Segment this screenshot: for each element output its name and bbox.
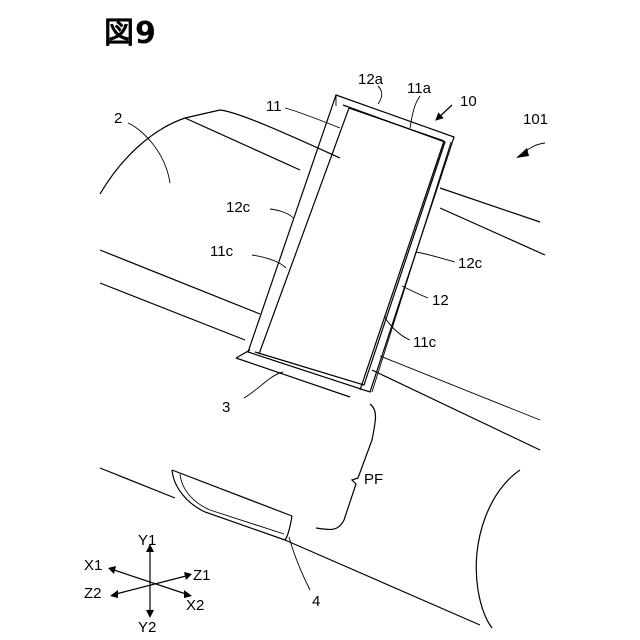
label-3: 3	[222, 399, 230, 416]
label-11: 11	[266, 98, 282, 115]
label-PF: PF	[364, 471, 383, 488]
axis-indicator: Y1 Y2 X1 X2 Z1 Z2	[84, 532, 211, 636]
label-12c-left: 12c	[226, 199, 251, 216]
label-2: 2	[114, 110, 122, 127]
label-12a: 12a	[358, 71, 384, 88]
housing-2	[100, 110, 545, 450]
label-11c-left: 11c	[210, 243, 234, 260]
leader-lines	[128, 86, 545, 590]
label-101: 101	[523, 111, 548, 128]
axis-z2-label: Z2	[84, 585, 102, 602]
label-11a: 11a	[407, 80, 432, 97]
axis-y1-label: Y1	[138, 532, 156, 549]
label-10: 10	[460, 93, 477, 110]
axis-x1-label: X1	[84, 557, 102, 574]
label-12c-right: 12c	[458, 255, 483, 272]
label-12: 12	[432, 292, 449, 309]
axis-y2-label: Y2	[138, 619, 156, 636]
label-4: 4	[312, 593, 320, 610]
axis-x2-label: X2	[186, 597, 204, 614]
label-11c-right: 11c	[413, 334, 437, 351]
axis-z1-label: Z1	[193, 567, 211, 584]
